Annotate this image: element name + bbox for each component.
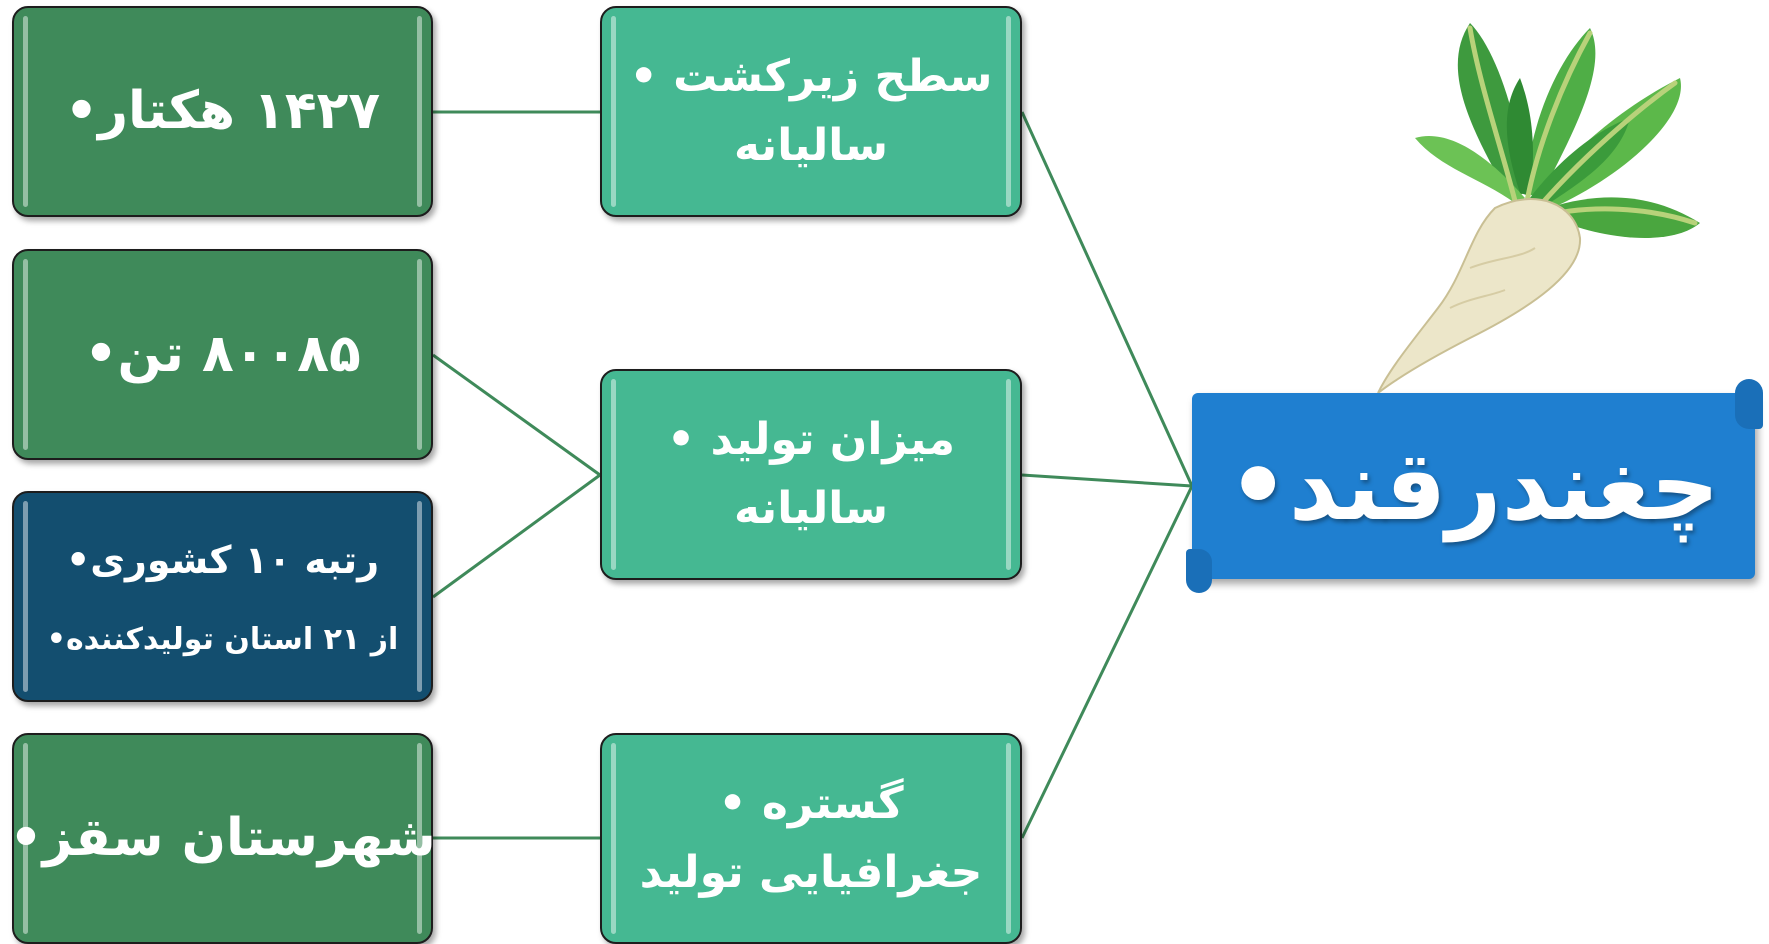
connector-title-production [1021, 473, 1193, 488]
category-region-line1: گستره • [718, 778, 904, 830]
region-value: شهرستان سقز• [9, 808, 436, 868]
banner-curl-bottom [1186, 549, 1212, 593]
category-area-line2: سالیانه [734, 119, 888, 171]
connector-title-area [1020, 111, 1194, 487]
category-box-production: میزان تولید • سالیانه [600, 369, 1022, 580]
category-box-region: گستره • جغرافیایی تولید [600, 733, 1022, 944]
rank-scope-value: از ۲۱ استان تولیدکننده• [46, 621, 399, 657]
beet-stems [1467, 25, 1698, 226]
beet-root [1377, 198, 1582, 393]
connector-production-rank [432, 473, 601, 599]
connector-title-region [1020, 485, 1194, 839]
area-value: ۱۴۲۷ هکتار• [64, 81, 381, 141]
category-production-line2: سالیانه [734, 482, 888, 534]
banner-curl-top [1735, 379, 1763, 429]
value-box-region: شهرستان سقز• [9, 733, 436, 944]
category-box-area: سطح زیرکشت • سالیانه [600, 6, 1022, 217]
page-title: چغندرقند• [1227, 430, 1720, 542]
category-area-line1: سطح زیرکشت • [629, 51, 993, 103]
category-region-line2: جغرافیایی تولید [639, 846, 983, 898]
rank-value: رتبه ۱۰ کشوری• [65, 537, 380, 582]
sugar-beet-image [1377, 23, 1700, 393]
title-banner: چغندرقند• [1186, 379, 1763, 593]
value-box-rank: رتبه ۱۰ کشوری• از ۲۱ استان تولیدکننده• [12, 491, 433, 702]
value-box-production: ۸۰۰۸۵ تن• [12, 249, 433, 460]
production-value: ۸۰۰۸۵ تن• [84, 324, 361, 384]
connector-production-value [432, 353, 601, 477]
value-box-area: ۱۴۲۷ هکتار• [12, 6, 433, 217]
category-production-line1: میزان تولید • [667, 414, 955, 466]
